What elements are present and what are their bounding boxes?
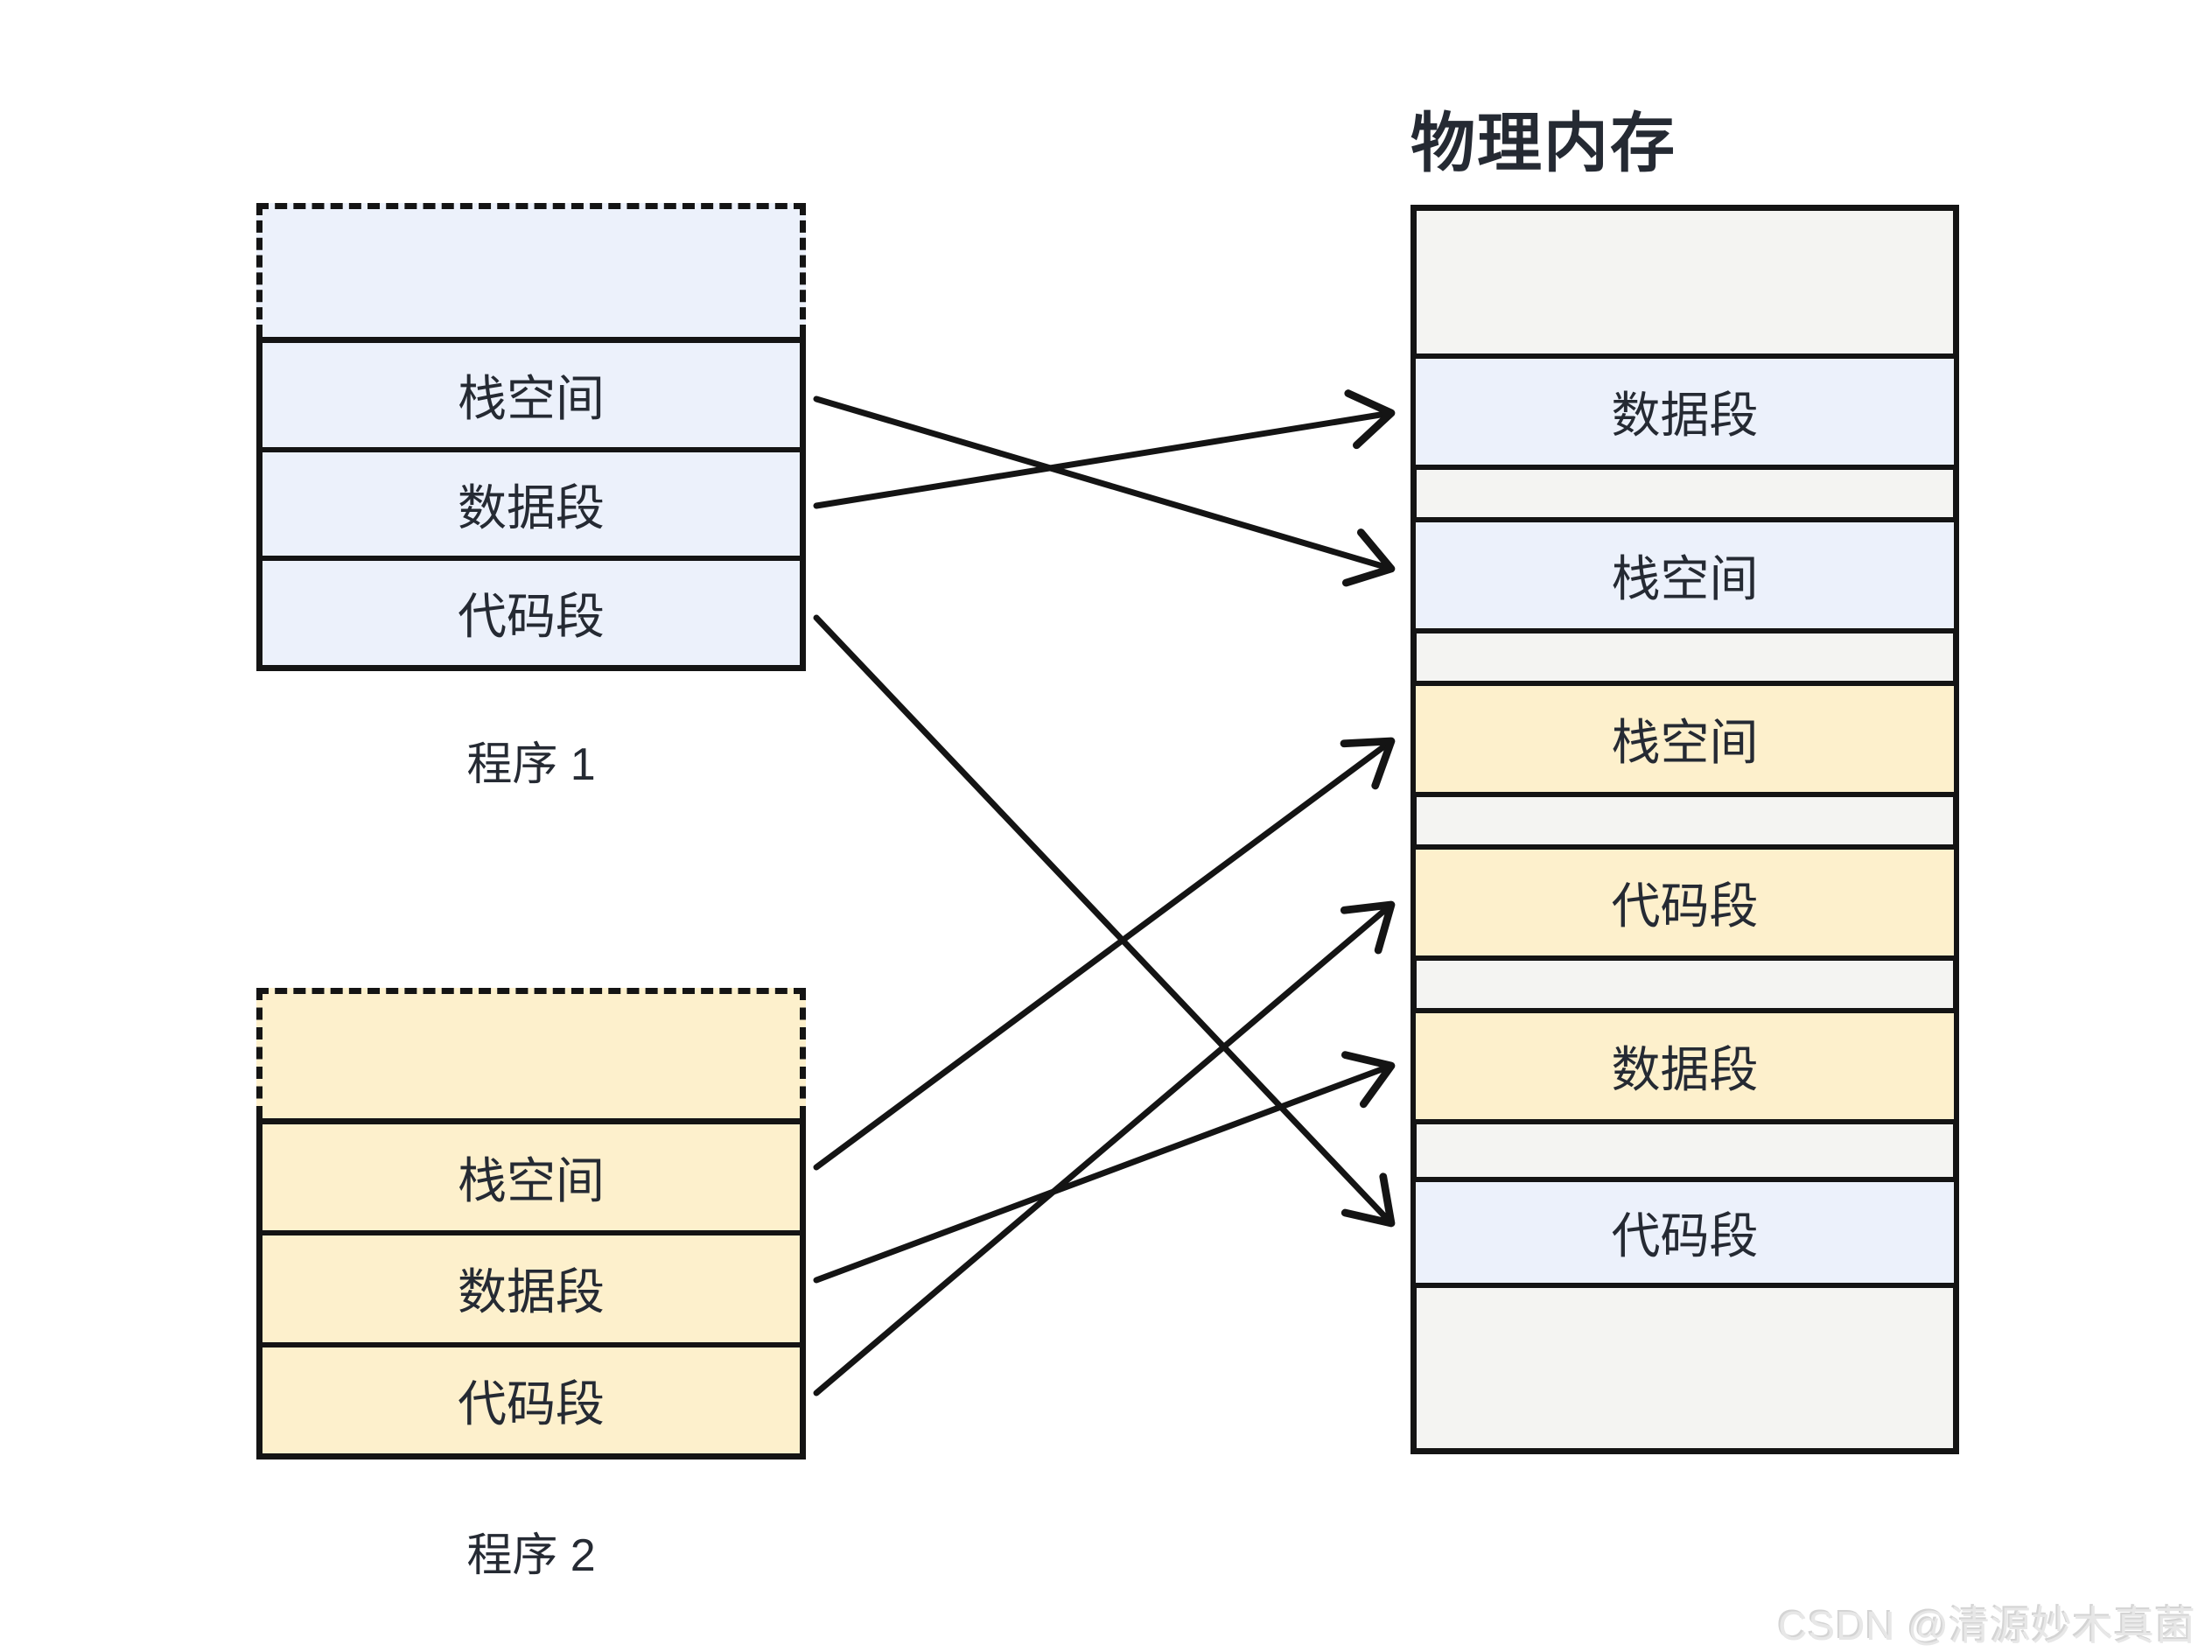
segment-label: 栈空间: [1611, 715, 1759, 770]
arrow-p2-data: [813, 1051, 1396, 1284]
physical-segment-data-p1: 数据段: [1410, 354, 1959, 470]
program2-segment-stack: 栈空间: [262, 1124, 800, 1231]
physical-segment-code-p2: 代码段: [1410, 844, 1959, 961]
program1-segment-stack: 栈空间: [262, 343, 800, 447]
physical-segment-stack-p1: 栈空间: [1410, 517, 1959, 634]
program2-unmapped-region: [256, 988, 806, 1118]
program1-segment-data: 数据段: [262, 446, 800, 556]
physical-segment-data-p2: 数据段: [1410, 1008, 1959, 1124]
program1-box: 栈空间 数据段 代码段: [256, 337, 806, 671]
segment-label: 栈空间: [458, 370, 605, 426]
arrow-p2-code: [813, 900, 1396, 1396]
segment-label: 代码段: [458, 1376, 605, 1432]
segment-label: 代码段: [1611, 878, 1759, 934]
program2-box: 栈空间 数据段 代码段: [256, 1118, 806, 1460]
program1-segment-code: 代码段: [262, 556, 800, 666]
segment-label: 代码段: [1611, 1208, 1759, 1264]
segment-label: 数据段: [1611, 388, 1759, 443]
arrow-p1-stack: [813, 396, 1396, 587]
physical-memory-title: 物理内存: [1410, 107, 1676, 179]
segment-label: 数据段: [1611, 1042, 1759, 1097]
arrow-p2-stack: [813, 737, 1396, 1171]
segment-label: 数据段: [458, 1264, 605, 1320]
arrow-p1-data: [813, 389, 1396, 509]
segment-label: 栈空间: [458, 1153, 605, 1209]
program2-segment-code: 代码段: [262, 1341, 800, 1453]
segment-label: 代码段: [458, 589, 605, 645]
program2-label: 程序 2: [466, 1530, 596, 1581]
watermark: CSDN @清源妙木真菌: [1778, 1603, 2196, 1648]
arrow-p1-code: [813, 614, 1396, 1228]
program1-unmapped-region: [256, 203, 806, 337]
program1-label: 程序 1: [466, 739, 596, 790]
program2-segment-data: 数据段: [262, 1230, 800, 1342]
segment-label: 数据段: [458, 480, 605, 536]
physical-segment-stack-p2: 栈空间: [1410, 681, 1959, 797]
physical-segment-code-p1: 代码段: [1410, 1177, 1959, 1288]
segment-label: 栈空间: [1611, 551, 1759, 606]
